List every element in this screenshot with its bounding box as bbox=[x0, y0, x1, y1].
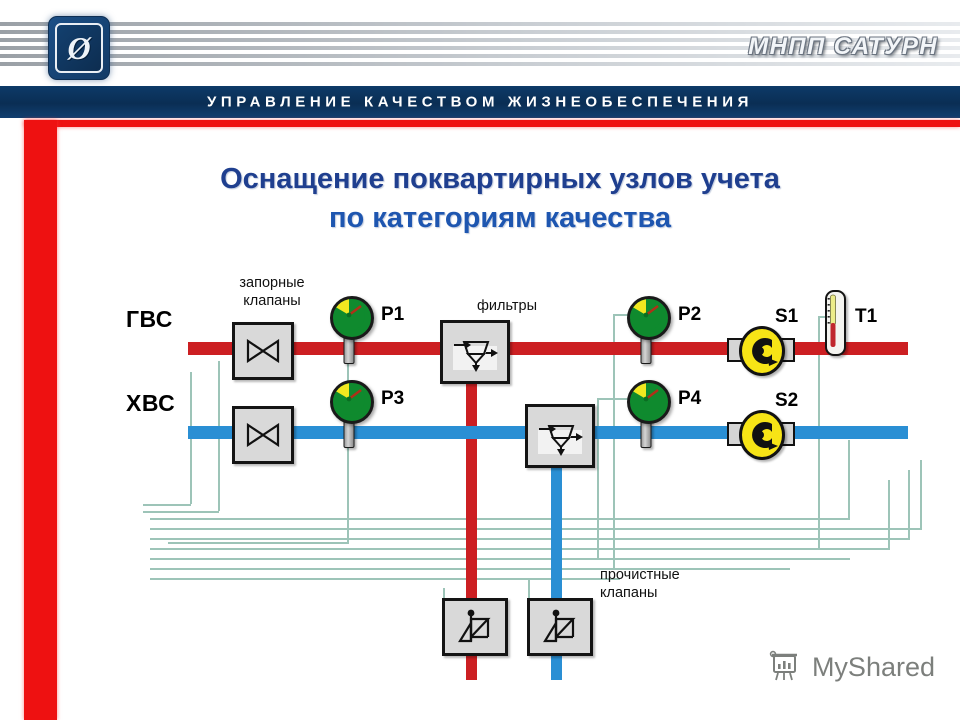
filter-cold[interactable] bbox=[525, 404, 595, 468]
signal-wire bbox=[168, 542, 349, 544]
thermometer-icon bbox=[827, 294, 836, 347]
gate-valve-icon bbox=[246, 339, 280, 363]
signal-wire bbox=[613, 314, 615, 568]
device-tag-S1: S1 bbox=[775, 306, 799, 327]
flow-meter-S1[interactable] bbox=[727, 326, 795, 376]
meter-dial bbox=[739, 326, 785, 376]
annotation-shutoff-line2: клапаны bbox=[243, 293, 301, 310]
signal-wire bbox=[597, 398, 599, 558]
device-tag-P3: P3 bbox=[381, 388, 405, 409]
myshared-watermark: MyShared bbox=[769, 650, 935, 684]
accent-bar-left bbox=[24, 120, 57, 720]
pressure-gauge-P4[interactable] bbox=[627, 380, 671, 448]
annotation-filters-line1: фильтры bbox=[476, 298, 538, 314]
meter-dial-icon bbox=[752, 338, 778, 366]
accent-bar-top bbox=[24, 120, 960, 127]
flush-valve-hot[interactable] bbox=[442, 598, 508, 656]
meter-dial-icon bbox=[752, 422, 778, 450]
signal-wire bbox=[150, 528, 922, 530]
gauge-face bbox=[330, 380, 374, 424]
gauge-dial-icon bbox=[630, 299, 662, 331]
myshared-label: MyShared bbox=[811, 651, 935, 682]
gauge-dial-icon bbox=[333, 299, 365, 331]
device-tag-P4: P4 bbox=[678, 388, 702, 409]
signal-wire bbox=[528, 578, 530, 600]
annotation-shutoff-valves: запорные клапаны bbox=[212, 274, 332, 310]
signal-wire bbox=[150, 538, 910, 540]
subtitle-bar-text: УПРАВЛЕНИЕ КАЧЕСТВОМ ЖИЗНЕОБЕСПЕЧЕНИЯ bbox=[207, 93, 753, 111]
meter-dial bbox=[739, 410, 785, 460]
drain-valve-icon bbox=[458, 609, 491, 643]
signal-wire bbox=[848, 440, 850, 519]
signal-wire bbox=[920, 460, 922, 529]
header-band: Ø МНПП САТУРН bbox=[0, 0, 960, 90]
device-tag-T1: T1 bbox=[855, 306, 878, 327]
pressure-gauge-P3[interactable] bbox=[330, 380, 374, 448]
gate-valve-icon bbox=[246, 423, 280, 447]
flush-valve-cold[interactable] bbox=[527, 598, 593, 656]
signal-wire bbox=[143, 511, 219, 513]
annotation-flush-valves: прочистные клапаны bbox=[600, 566, 730, 602]
filter-hot[interactable] bbox=[440, 320, 510, 384]
annotation-flush-line2: клапаны bbox=[600, 585, 658, 602]
page-title-line2: по категориям качества bbox=[328, 201, 672, 234]
gauge-face bbox=[627, 296, 671, 340]
subtitle-bar: УПРАВЛЕНИЕ КАЧЕСТВОМ ЖИЗНЕОБЕСПЕЧЕНИЯ bbox=[0, 86, 960, 118]
hot-drain-pipe bbox=[466, 360, 477, 680]
company-logo: Ø bbox=[48, 16, 110, 80]
signal-wire bbox=[150, 518, 850, 520]
shutoff-valve-cold[interactable] bbox=[232, 406, 294, 464]
signal-wire bbox=[150, 548, 890, 550]
flow-meter-S2[interactable] bbox=[727, 410, 795, 460]
signal-wire bbox=[888, 480, 890, 549]
pressure-gauge-P2[interactable] bbox=[627, 296, 671, 364]
shutoff-valve-hot[interactable] bbox=[232, 322, 294, 380]
device-tag-S2: S2 bbox=[775, 390, 799, 411]
signal-wire bbox=[150, 578, 620, 580]
header-stripes bbox=[0, 22, 960, 68]
cold-drain-pipe bbox=[551, 440, 562, 680]
gauge-dial-icon bbox=[333, 383, 365, 415]
page-title: Оснащение поквартирных узлов учета по ка… bbox=[90, 160, 910, 238]
signal-wire bbox=[597, 398, 645, 400]
signal-wire bbox=[150, 558, 850, 560]
signal-wire bbox=[443, 588, 445, 600]
annotation-shutoff-line1: запорные bbox=[239, 275, 305, 291]
pipe-label-cold: ХВС bbox=[126, 390, 176, 416]
annotation-flush-line1: прочистные bbox=[600, 567, 680, 583]
gauge-face bbox=[627, 380, 671, 424]
thermometer-T1[interactable] bbox=[825, 290, 846, 356]
page-title-line1: Оснащение поквартирных узлов учета bbox=[220, 163, 780, 195]
pipe-label-hot: ГВС bbox=[126, 306, 173, 332]
logo-glyph-icon: Ø bbox=[67, 30, 91, 66]
hot-water-pipe bbox=[188, 342, 908, 355]
pressure-gauge-P1[interactable] bbox=[330, 296, 374, 364]
logo-inner-frame: Ø bbox=[55, 23, 103, 73]
brand-name: МНПП САТУРН bbox=[748, 33, 938, 60]
annotation-filters: фильтры bbox=[452, 297, 562, 315]
myshared-logo-icon bbox=[769, 650, 797, 681]
signal-wire bbox=[143, 504, 191, 506]
gauge-dial-icon bbox=[630, 383, 662, 415]
filter-icon bbox=[453, 341, 498, 372]
drain-valve-icon bbox=[543, 609, 576, 643]
signal-wire bbox=[908, 470, 910, 539]
filter-icon bbox=[538, 425, 583, 456]
device-tag-P1: P1 bbox=[381, 304, 405, 325]
gauge-face bbox=[330, 296, 374, 340]
device-tag-P2: P2 bbox=[678, 304, 702, 325]
